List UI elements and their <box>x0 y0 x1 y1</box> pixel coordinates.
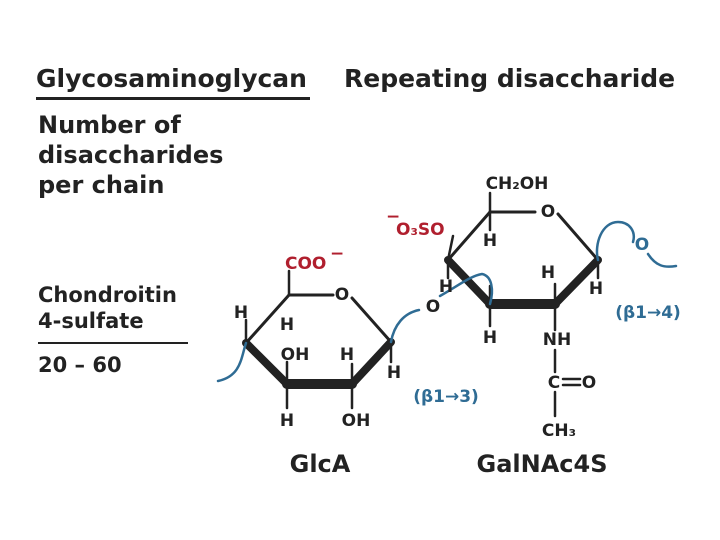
header-glycosaminoglycan: Glycosaminoglycan <box>36 64 307 93</box>
subheader-line-2: disaccharides <box>38 141 224 169</box>
galnac-carbonyl-o: O <box>582 373 596 393</box>
glca-h-c5: H <box>234 303 248 323</box>
subheader-number-of-disaccharides: Number of disaccharides per chain <box>38 110 223 200</box>
glca-oh-c3: OH <box>281 345 310 365</box>
header-rule <box>36 97 310 100</box>
entry-name-line-1: Chondroitin <box>38 283 177 307</box>
chain-beta14-upper <box>595 220 635 262</box>
linkage-beta13: (β1→3) <box>413 387 479 407</box>
glca-h-c4-axial: H <box>280 315 294 335</box>
glca-label: GlcA <box>290 450 351 478</box>
chain-beta13-link <box>389 308 421 344</box>
glca-h-c3: H <box>340 345 354 365</box>
chain-left-incoming <box>216 341 248 383</box>
chain-o-to-c1 <box>438 272 494 306</box>
subheader-line-3: per chain <box>38 171 165 199</box>
entry-name: Chondroitin 4-sulfate <box>38 282 177 334</box>
glca-ring-oxygen: O <box>335 285 349 305</box>
galnac-ch2oh: CH₂OH <box>486 174 549 194</box>
galnac4s-label: GalNAc4S <box>477 450 608 478</box>
glca-h-c1: H <box>387 363 401 383</box>
galnac-h-c3-top: H <box>541 263 555 283</box>
glca-h-c2: H <box>280 411 294 431</box>
galnac-ch3: CH₃ <box>542 421 576 441</box>
entry-count: 20 – 60 <box>38 353 122 377</box>
chain-beta14-outgoing <box>646 252 678 268</box>
galnac-h-c1: H <box>589 279 603 299</box>
glca-carboxyl: COO <box>285 254 326 274</box>
entry-name-line-2: 4-sulfate <box>38 309 144 333</box>
galnac-sulfate: O₃SO <box>396 220 445 240</box>
galnac-h-c5: H <box>439 277 453 297</box>
entry-rule <box>38 342 188 344</box>
galnac-link-oxygen-right: O <box>635 235 649 255</box>
galnac-h-c4: H <box>483 231 497 251</box>
glca-carboxyl-charge: − <box>330 244 344 264</box>
galnac4s-ring <box>444 191 602 418</box>
galnac-h-c3: H <box>483 328 497 348</box>
glycosidic-chain <box>216 220 678 383</box>
galnac-sulfate-charge: − <box>386 207 400 227</box>
galnac-nh: NH <box>543 330 571 350</box>
galnac-carbonyl-c: C <box>548 373 560 393</box>
linkage-beta14: (β1→4) <box>615 303 681 323</box>
glca-oh-c2: OH <box>342 411 371 431</box>
header-repeating-disaccharide: Repeating disaccharide <box>344 64 676 93</box>
subheader-line-1: Number of <box>38 111 181 139</box>
glca-ring <box>242 269 395 410</box>
galnac-glycosidic-oxygen: O <box>426 297 440 317</box>
galnac-ring-oxygen: O <box>541 202 555 222</box>
